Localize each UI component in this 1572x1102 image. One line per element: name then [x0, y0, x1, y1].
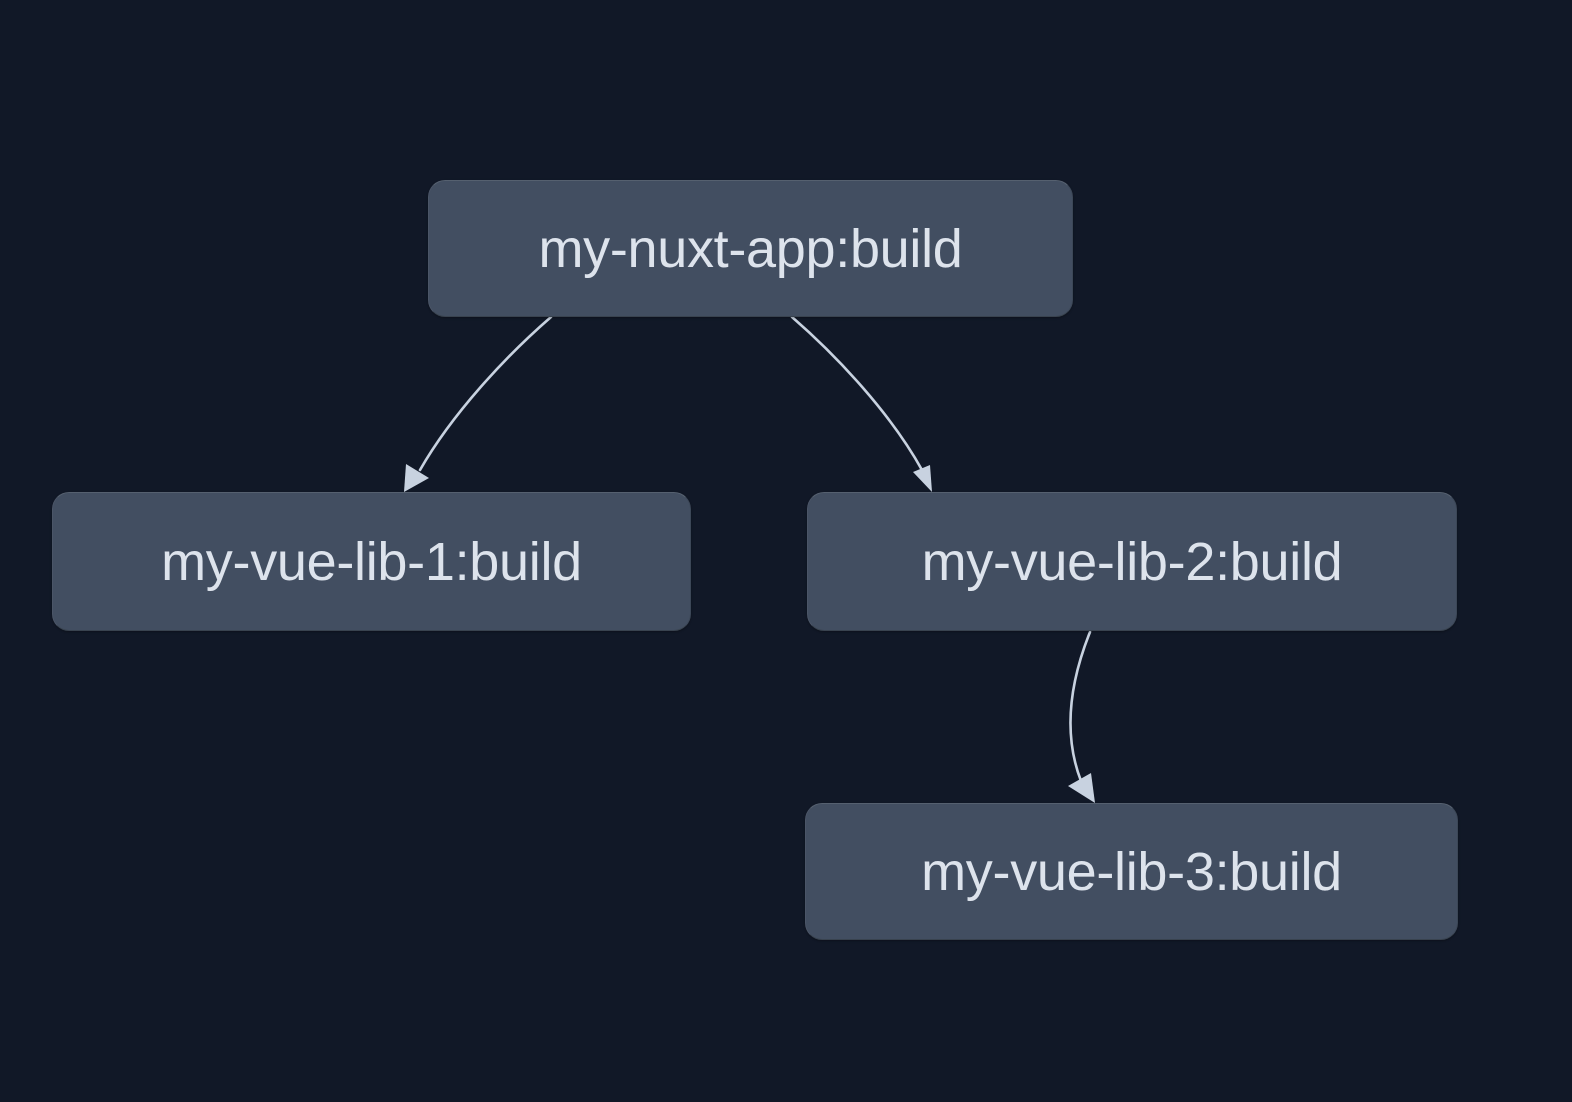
- edge-nuxt-app-to-lib-1: [404, 315, 553, 492]
- graph-node-label: my-vue-lib-2:build: [921, 531, 1343, 592]
- graph-node-label: my-vue-lib-3:build: [921, 841, 1342, 902]
- graph-node-my-vue-lib-3-build[interactable]: my-vue-lib-3:build: [805, 803, 1458, 940]
- graph-node-my-vue-lib-1-build[interactable]: my-vue-lib-1:build: [52, 492, 691, 631]
- edge-nuxt-app-to-lib-2: [790, 315, 932, 492]
- edge-lib-2-to-lib-3: [1068, 630, 1095, 803]
- graph-node-label: my-nuxt-app:build: [538, 218, 963, 279]
- graph-node-my-nuxt-app-build[interactable]: my-nuxt-app:build: [428, 180, 1073, 317]
- graph-node-label: my-vue-lib-1:build: [161, 531, 582, 592]
- graph-node-my-vue-lib-2-build[interactable]: my-vue-lib-2:build: [807, 492, 1457, 631]
